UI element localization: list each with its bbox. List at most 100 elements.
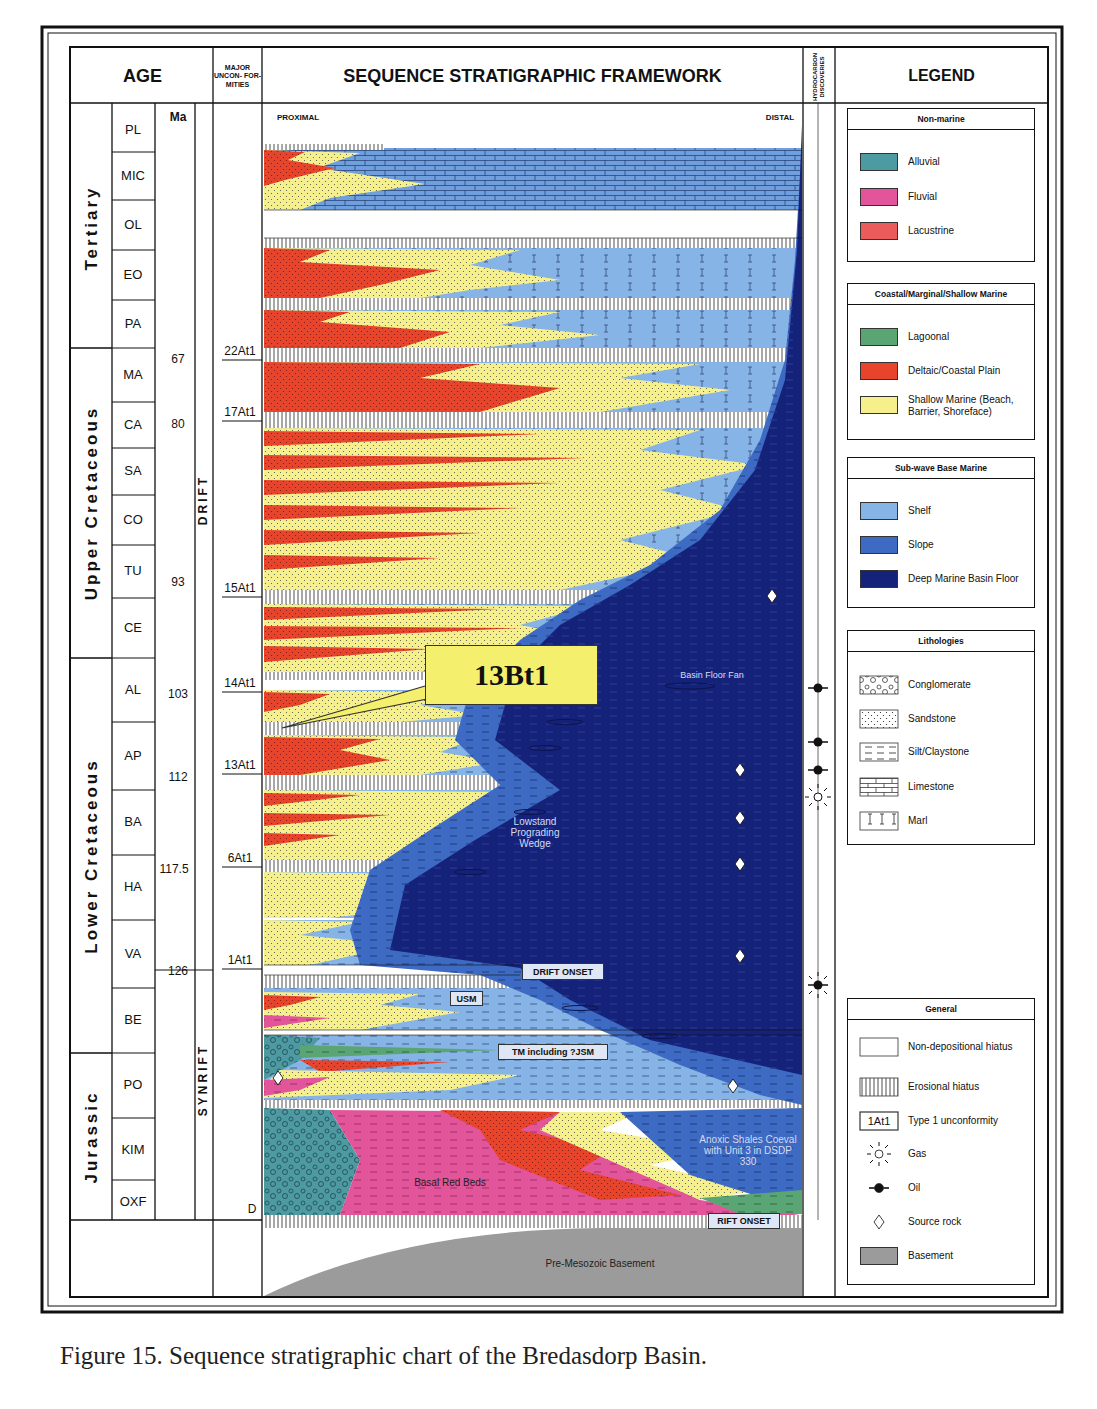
chart-label: KIM [121,1143,144,1157]
legend-group: General [847,998,1035,1285]
legend-swatch [860,396,898,414]
legend-swatch [860,362,898,380]
node-text: SEQUENCE STRATIGRAPHIC FRAMEWORK [343,66,722,87]
chart-label: Tertiary [83,185,102,270]
legend-text: Shelf [908,505,1032,517]
legend-text: Type 1 unconformity [908,1115,1032,1127]
chart-label: 14At1 [224,677,255,690]
legend-text: Oil [908,1182,1032,1194]
chart-label: 67 [171,353,184,366]
chart-label: PO [124,1078,143,1092]
callout-pointer [282,684,432,728]
chart-label: 126 [168,965,188,978]
header-cell: AGE [72,50,213,103]
chart-label: DRIFT [197,475,210,525]
node-text: DRIFT ONSET [533,967,593,977]
chart-label: Ma [170,111,187,124]
legend-text: Limestone [908,781,1032,793]
chart-label: CE [124,621,142,635]
chart-label: OXF [120,1195,147,1209]
hydrocarbon-symbols [805,103,831,1220]
label-box: DRIFT ONSET [522,963,604,980]
chart-label: MA [123,368,143,382]
chart-label: BE [124,1013,141,1027]
chart-label: CO [123,513,143,527]
legend-text: Gas [908,1148,1032,1160]
chart-label: Upper Cretaceous [83,406,102,600]
figure-caption: Figure 15. Sequence stratigraphic chart … [60,1342,707,1370]
chart-label: EO [124,268,143,282]
label-box: RIFT ONSET [708,1213,780,1229]
legend-swatch [860,328,898,346]
legend-text: Alluvial [908,156,1032,168]
chart-label: 112 [168,771,187,784]
chart-label: Basin Floor Fan [680,671,744,681]
stratigraphy [264,125,802,1296]
group-heading: Coastal/Marginal/Shallow Marine [848,284,1034,305]
legend-swatch [860,222,898,240]
chart-label: Lowstand Prograding Wedge [499,816,571,849]
node-text: AGE [123,66,162,87]
header-cell: SEQUENCE STRATIGRAPHIC FRAMEWORK [262,50,803,103]
legend-text: Sandstone [908,713,1032,725]
chart-label: HA [124,880,142,894]
legend-text: Deltaic/Coastal Plain [908,365,1032,377]
chart-label: 22At1 [224,345,255,358]
legend-swatch [860,502,898,520]
chart-label: 15At1 [224,582,255,595]
node-text: MAJOR UNCON- FOR- MITIES [213,64,262,88]
chart-label: MIC [121,169,145,183]
node-text: USM [457,994,477,1004]
chart-label: 1At1 [868,1115,891,1127]
node-text: LEGEND [908,67,975,85]
group-heading: Non-marine [848,109,1034,130]
legend-text: Lacustrine [908,225,1032,237]
label-box: USM [450,991,483,1006]
legend-swatch [860,570,898,588]
header-cell: MAJOR UNCON- FOR- MITIES [213,50,262,103]
header-cell: HYDROCARBON DISCOVERIES [803,50,835,103]
chart-label: 117.5 [159,863,188,876]
legend-text: Silt/Claystone [908,746,1032,758]
chart-label: 6At1 [228,852,253,865]
chart-label: 1At1 [228,954,253,967]
legend-samples [860,676,898,1229]
node-text: HYDROCARBON DISCOVERIES [812,50,826,103]
header-cell: LEGEND [835,50,1048,103]
legend-text: Slope [908,539,1032,551]
chart-label: AL [125,683,141,697]
chart-label: PA [125,317,141,331]
group-heading: General [848,999,1034,1020]
legend-text: Non-depositional hiatus [908,1041,1032,1053]
chart-label: Lower Cretaceous [83,758,102,953]
legend-swatch [860,536,898,554]
node-text: TM including ?JSM [512,1047,594,1057]
chart-label: 13At1 [224,759,255,772]
chart-label: Pre-Mesozoic Basement [546,1258,655,1269]
chart-label: CA [124,418,142,432]
legend-text: Conglomerate [908,679,1032,691]
legend-text: Lagoonal [908,331,1032,343]
chart-label: Basal Red Beds [414,1177,486,1188]
chart-label: Jurassic [83,1091,102,1184]
chart-label: 80 [171,418,184,431]
table-grid [42,27,1062,1312]
chart-label: 93 [171,576,184,589]
legend-swatch [860,188,898,206]
chart-label: 103 [168,688,188,701]
chart-label: D [248,1203,257,1216]
legend-text: Source rock [908,1216,1032,1228]
chart-label: DISTAL [766,114,794,123]
group-heading: Sub-wave Base Marine [848,458,1034,479]
chart-label: Anoxic Shales Coeval with Unit 3 in DSDP… [698,1134,798,1167]
chart-label: SA [124,464,141,478]
chart-label: OL [124,218,141,232]
legend-text: Marl [908,815,1032,827]
chart-label: SYNRIFT [197,1044,210,1116]
chart-label: PROXIMAL [277,114,319,123]
chart-label: PL [125,123,141,137]
legend-group: Lithologies [847,630,1035,845]
legend-text: Fluvial [908,191,1032,203]
legend-text: Shallow Marine (Beach, Barrier, Shorefac… [908,394,1032,417]
chart-label: VA [125,947,141,961]
